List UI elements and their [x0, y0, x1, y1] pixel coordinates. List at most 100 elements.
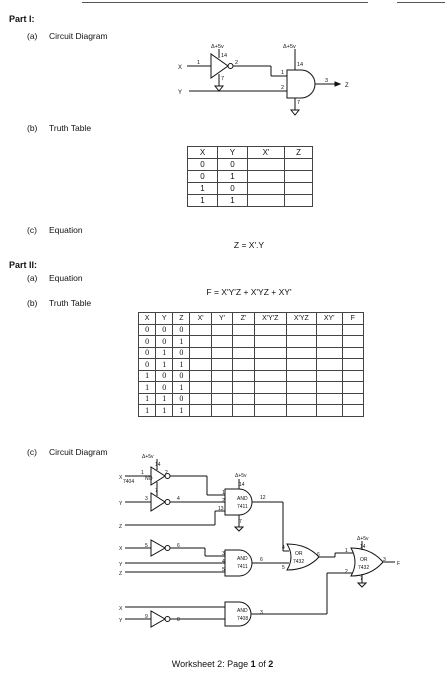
svg-text:3: 3: [222, 551, 225, 557]
svg-text:14: 14: [239, 482, 245, 488]
svg-text:Z: Z: [119, 524, 122, 530]
svg-text:3: 3: [145, 496, 148, 502]
p1-not-gate: [210, 53, 229, 79]
svg-text:OR: OR: [360, 557, 368, 563]
part2-b-label: (b): [27, 298, 38, 308]
col-header: X'YZ: [285, 312, 317, 325]
p1-y-label: Y: [178, 90, 182, 96]
svg-text:AND: AND: [237, 556, 248, 562]
part1-b-heading: (b) Truth Table: [27, 123, 91, 133]
svg-text:7411: 7411: [237, 504, 248, 510]
part1-c-heading: (c)Equation: [27, 225, 83, 235]
svg-text:14: 14: [155, 462, 161, 468]
footer-total: 2: [268, 659, 274, 669]
svg-text:1: 1: [345, 548, 348, 554]
svg-text:8: 8: [177, 617, 180, 623]
svg-text:14: 14: [221, 53, 227, 59]
svg-text:7432: 7432: [358, 565, 369, 571]
table-header-row: X Y X' Z: [187, 146, 313, 159]
part1-equation: Z = X'.Y: [233, 240, 265, 250]
col-header: Z: [172, 312, 191, 325]
svg-text:F: F: [397, 561, 400, 567]
part2-b-title: Truth Table: [49, 298, 92, 308]
part2-c-heading: (c) Circuit Diagram: [27, 447, 108, 457]
svg-text:Δ+5v: Δ+5v: [142, 454, 154, 460]
svg-text:7404: 7404: [123, 479, 134, 485]
svg-text:1: 1: [281, 70, 284, 76]
part2-c-label: (c): [27, 447, 37, 457]
svg-text:3: 3: [325, 78, 328, 84]
col-header: X: [137, 312, 157, 325]
svg-text:4: 4: [177, 496, 180, 502]
svg-text:1: 1: [141, 470, 144, 476]
svg-text:7411: 7411: [237, 564, 248, 570]
svg-text:2: 2: [345, 569, 348, 575]
svg-text:14: 14: [360, 544, 366, 550]
svg-text:X: X: [119, 475, 123, 481]
part2-a-label: (a): [27, 273, 38, 283]
part2-a-heading: (a)Equation: [27, 273, 83, 283]
svg-text:2: 2: [281, 85, 284, 91]
col-header: Y: [216, 146, 248, 159]
svg-text:AND: AND: [237, 608, 248, 614]
svg-text:5: 5: [282, 565, 285, 571]
svg-text:Δ+5v: Δ+5v: [235, 473, 247, 479]
part2-c-title: Circuit Diagram: [49, 447, 108, 457]
svg-text:2: 2: [222, 498, 225, 504]
svg-text:7: 7: [221, 76, 224, 82]
svg-text:Y: Y: [119, 501, 123, 507]
part2-equation: F = X'Y'Z + X'YZ + XY': [206, 287, 292, 297]
col-header: XY': [315, 312, 343, 325]
part1-b-title: Truth Table: [49, 123, 92, 133]
svg-text:Δ+5v: Δ+5v: [211, 44, 224, 50]
svg-text:7408: 7408: [237, 616, 248, 622]
svg-text:Δ+5v: Δ+5v: [357, 536, 369, 542]
col-header: Z: [284, 146, 313, 159]
footer-prefix: Worksheet 2: Page: [171, 659, 251, 669]
col-header: X': [246, 146, 286, 159]
part1-b-label: (b): [27, 123, 38, 133]
part1-a-title: Circuit Diagram: [49, 31, 108, 41]
part2-b-heading: (b) Truth Table: [27, 298, 91, 308]
svg-text:6: 6: [317, 552, 320, 558]
part1-circuit-diagram: X 1 Δ+5v 14 2 7 1 Y 2 Δ+5v 14 7 3 Z: [178, 44, 349, 116]
svg-text:Z: Z: [119, 571, 122, 577]
svg-text:4: 4: [222, 559, 225, 565]
svg-text:Y: Y: [119, 562, 123, 568]
col-header: Y': [210, 312, 234, 325]
svg-text:5: 5: [222, 567, 225, 573]
svg-text:NO: NO: [145, 476, 153, 482]
svg-text:7432: 7432: [293, 559, 304, 565]
table-header-row: X Y Z X' Y' Z' X'Y'Z X'YZ XY' F: [137, 312, 365, 325]
col-header: Z': [232, 312, 255, 325]
part1-heading: Part I:: [9, 14, 35, 24]
part1-a-label: (a): [27, 31, 38, 41]
page-footer: Worksheet 2: Page 1 of 2: [0, 659, 445, 669]
col-header: F: [341, 312, 365, 325]
svg-text:1: 1: [197, 60, 200, 66]
svg-text:Y: Y: [119, 618, 123, 624]
svg-text:3: 3: [260, 610, 263, 616]
part1-a-heading: (a) Circuit Diagram: [27, 31, 108, 41]
svg-text:12: 12: [260, 495, 266, 501]
svg-text:OR: OR: [295, 551, 303, 557]
svg-text:2: 2: [165, 470, 168, 476]
svg-text:7: 7: [239, 519, 242, 525]
svg-text:X: X: [119, 606, 123, 612]
col-header: X'Y'Z: [253, 312, 287, 325]
svg-text:AND: AND: [237, 496, 248, 502]
top-rule-right: [397, 2, 445, 3]
part1-c-title: Equation: [49, 225, 83, 235]
p1-z-label: Z: [345, 83, 349, 89]
part2-circuit-diagram: X Y Z X Y Z X Y F Δ+5v 14 7404 NO 1 2 7 …: [119, 454, 400, 628]
